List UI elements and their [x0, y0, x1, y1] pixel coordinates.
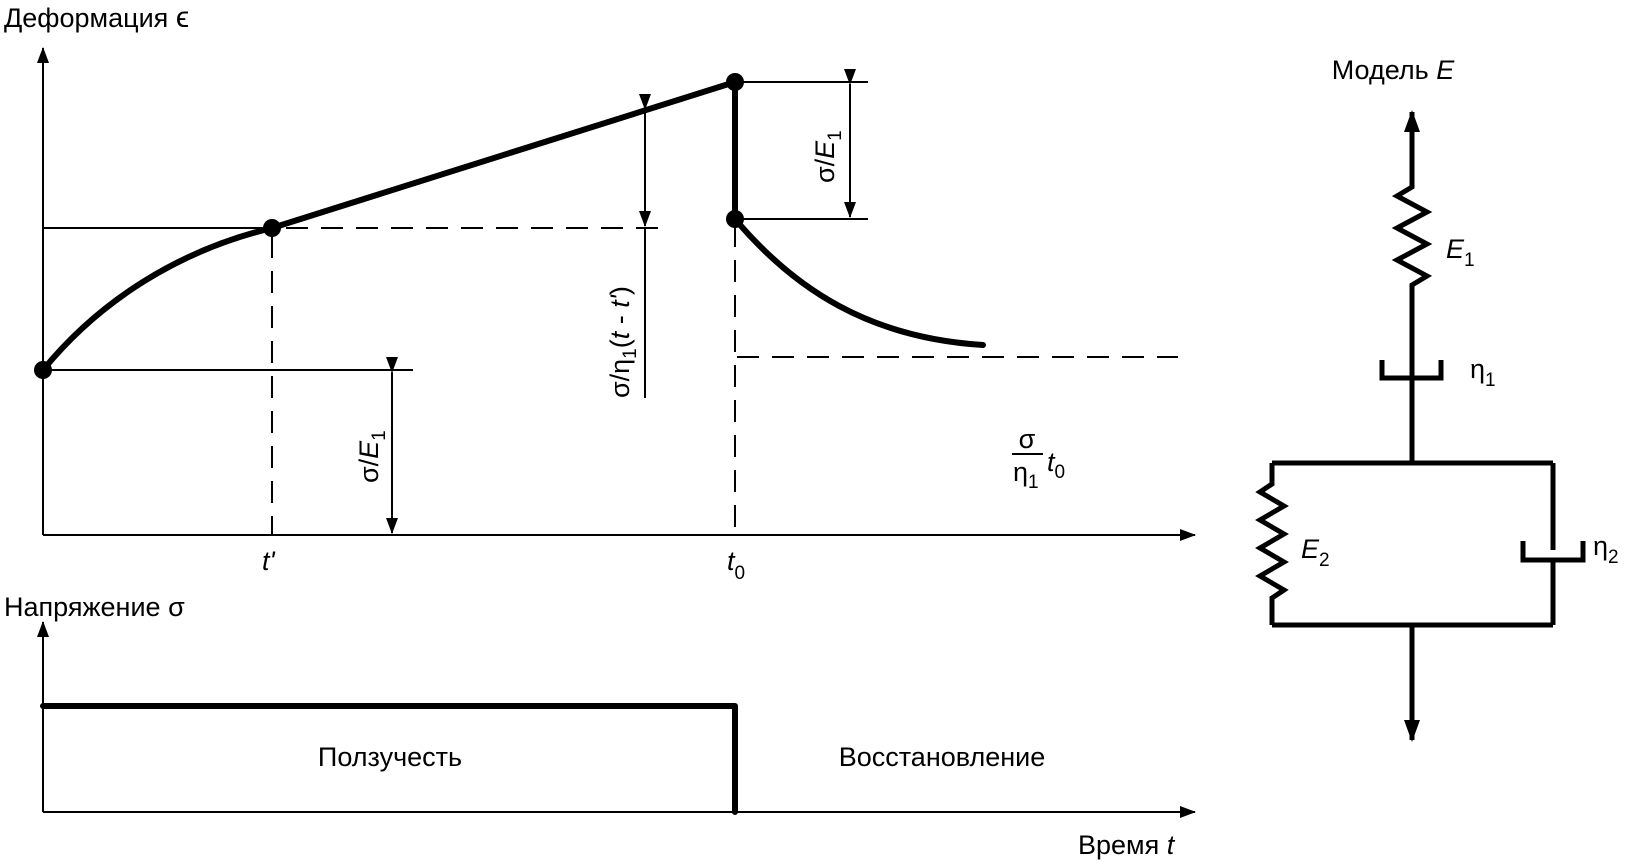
- viscous-strain-label: σ/η1(t - t'): [605, 286, 641, 398]
- stress-pulse: [40, 703, 738, 815]
- spring-e1: [1391, 182, 1433, 295]
- elastic-strain-label-right: σ/E1: [810, 130, 846, 183]
- spring-e1-label: E1: [1446, 234, 1475, 271]
- model-title: Модель E: [1332, 55, 1455, 85]
- t0-label: t0: [727, 546, 745, 584]
- creep-curve: [40, 79, 738, 373]
- dashpot-eta1-label: η1: [1470, 354, 1496, 391]
- spring-e2: [1255, 463, 1289, 625]
- spring-e2-label: E2: [1301, 534, 1330, 571]
- strain-axis-title: Деформация ϵ: [4, 1, 189, 34]
- dashpot-eta2-label: η2: [1593, 531, 1619, 568]
- residual-strain-label: σ η1 t0: [1012, 424, 1065, 493]
- stress-axis-title: Напряжение σ: [4, 592, 185, 622]
- recovery-curve: [732, 216, 986, 348]
- stress-plot: Напряжение σ Ползучесть Восстановление В…: [4, 592, 1196, 860]
- creep-phase-label: Ползучесть: [318, 742, 462, 772]
- dashpot-eta2: [1520, 541, 1586, 563]
- svg-text:σ: σ: [1019, 424, 1036, 454]
- elastic-strain-label-left: σ/E1: [354, 430, 390, 483]
- burgers-model: Модель E E1 η1 E2 η2: [1255, 55, 1619, 742]
- point-peak: [726, 73, 744, 91]
- time-axis-title: Время t: [1078, 830, 1176, 860]
- svg-text:η1: η1: [1013, 457, 1039, 493]
- svg-text:t0: t0: [1047, 447, 1065, 483]
- point-t-prime: [263, 219, 281, 237]
- t-prime-label: t': [262, 546, 276, 576]
- point-start: [34, 361, 52, 379]
- recovery-phase-label: Восстановление: [839, 742, 1046, 772]
- strain-plot: Деформация ϵ σ/E1 σ/η1(t - t') σ/E1 σ: [4, 1, 1196, 584]
- point-after-drop: [726, 210, 744, 228]
